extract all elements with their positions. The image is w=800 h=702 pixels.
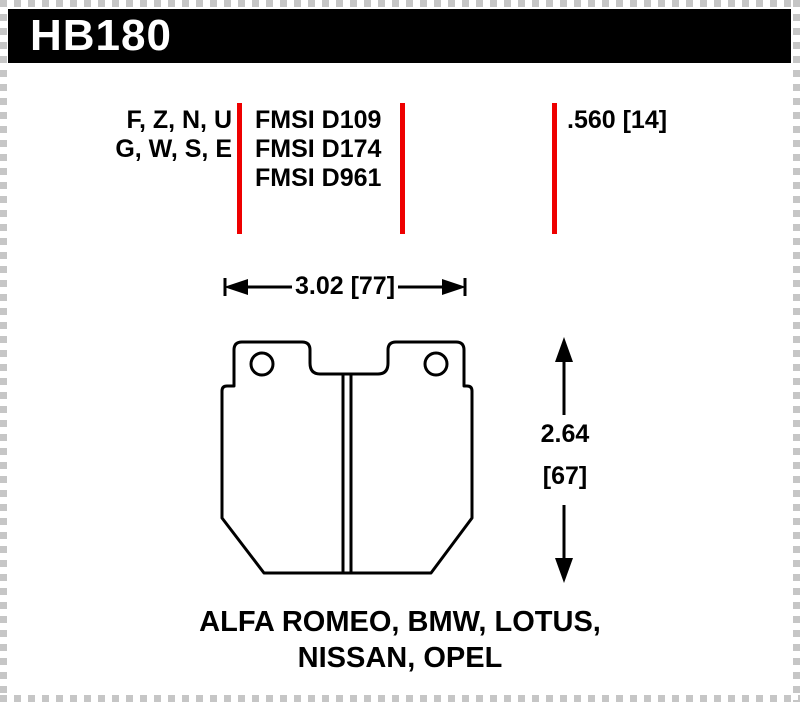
part-number: HB180 [30, 11, 172, 60]
width-dimension-arrows-icon [223, 278, 467, 296]
red-divider-3 [552, 103, 557, 234]
decorative-border-top [0, 0, 800, 7]
fmsi-code-3: FMSI D961 [255, 164, 382, 192]
fmsi-code-2: FMSI D174 [255, 135, 382, 163]
vehicle-applications-line1: ALFA ROMEO, BMW, LOTUS, [199, 606, 601, 638]
decorative-border-bottom [0, 695, 800, 702]
decorative-border-right [793, 0, 800, 702]
brake-pad-outline-drawing [220, 340, 474, 575]
height-dimension-label-mm: [67] [542, 462, 588, 490]
width-dimension-label: 3.02 [77] [294, 272, 396, 300]
red-divider-1 [237, 103, 242, 234]
compound-codes: F, Z, N, U G, W, S, E [60, 106, 232, 164]
compound-codes-line2: G, W, S, E [115, 135, 232, 163]
height-dimension-label-inches: 2.64 [540, 420, 590, 448]
pad-thickness-value: .560 [14] [567, 106, 668, 134]
decorative-border-left [0, 0, 7, 702]
vehicle-applications-line2: NISSAN, OPEL [297, 642, 503, 674]
fmsi-code-1: FMSI D109 [255, 106, 382, 134]
height-dimension-arrows-icon [555, 337, 573, 583]
red-divider-2 [400, 103, 405, 234]
part-number-banner: HB180 [8, 9, 791, 63]
compound-codes-line1: F, Z, N, U [126, 106, 232, 134]
fmsi-codes: FMSI D109 FMSI D174 FMSI D961 [255, 106, 381, 193]
